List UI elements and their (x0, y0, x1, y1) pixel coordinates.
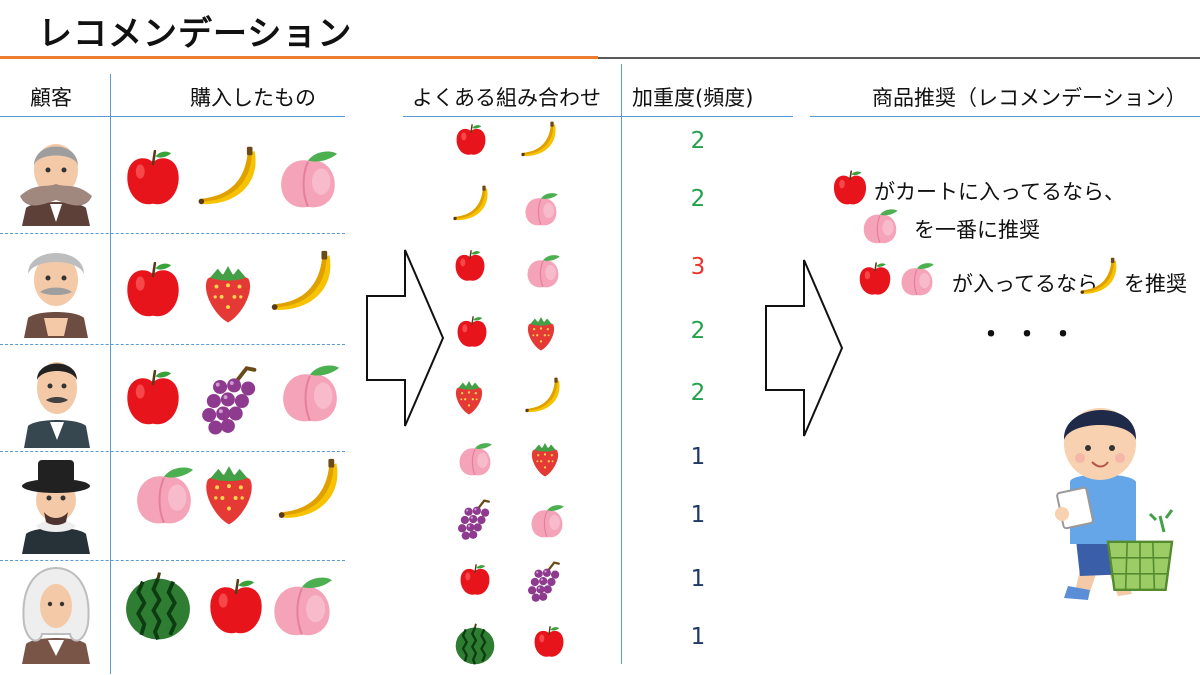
weight-column-divider (621, 64, 622, 664)
apple-icon (204, 574, 268, 640)
apple-icon (830, 168, 870, 208)
row-divider (0, 560, 345, 561)
page-title: レコメンデーション (38, 14, 353, 54)
wigged-man-icon (22, 566, 90, 664)
grape-icon (192, 360, 270, 442)
header-recommendation: 商品推奨（レコメンデーション） (872, 86, 1187, 110)
header-weight: 加重度(頻度) (632, 86, 754, 110)
grape-icon (452, 496, 498, 544)
recommend-line-3-condition: が入ってるなら (952, 272, 1098, 296)
banana-icon (516, 120, 562, 162)
row-divider (0, 233, 345, 234)
apple-icon (456, 562, 494, 598)
banana-icon (520, 376, 566, 418)
peach-icon (274, 360, 346, 426)
peach-icon (526, 502, 568, 540)
header-purchased: 購入したもの (190, 86, 316, 110)
table-header-rule (0, 116, 345, 117)
right-arrow-icon (366, 249, 445, 427)
header-combinations: よくある組み合わせ (412, 86, 601, 110)
apple-icon (120, 258, 186, 322)
recommend-line-2: を一番に推奨 (914, 218, 1040, 242)
watermelon-icon (120, 566, 196, 646)
ellipsis: ・・・ (978, 320, 1087, 350)
weight-value: 2 (690, 128, 706, 154)
header-customer: 顧客 (30, 86, 72, 110)
apple-icon (120, 146, 186, 210)
weight-value: 1 (690, 566, 706, 592)
recommend-line-1: がカートに入ってるなら、 (874, 180, 1125, 204)
bearded-man-icon (20, 144, 92, 226)
suited-man-icon (24, 362, 90, 448)
title-underline-accent (0, 56, 598, 59)
apple-icon (452, 248, 488, 284)
peach-icon (272, 146, 344, 212)
weight-value: 2 (690, 380, 706, 406)
weight-value: 2 (690, 186, 706, 212)
strawberry-icon (522, 310, 560, 356)
weight-value: 3 (690, 254, 706, 280)
apple-icon (452, 122, 490, 158)
mustached-man-icon (24, 253, 88, 338)
peach-icon (128, 462, 200, 528)
peach-icon (896, 260, 938, 298)
banana-icon (448, 184, 494, 226)
apple-icon (120, 366, 186, 430)
peach-icon (454, 440, 496, 478)
row-divider (0, 451, 345, 452)
apple-icon (454, 314, 490, 350)
hatted-man-icon (22, 460, 90, 554)
banana-icon (270, 456, 348, 528)
banana-icon (1076, 256, 1122, 300)
weight-value: 1 (690, 444, 706, 470)
strawberry-icon (196, 456, 262, 532)
title-underline (598, 57, 1200, 59)
recommend-header-rule (810, 116, 1200, 117)
peach-icon (858, 206, 902, 246)
apple-icon (530, 624, 568, 660)
watermelon-icon (452, 620, 498, 668)
customer-column-divider (110, 74, 111, 674)
recommend-line-3-action: を推奨 (1124, 272, 1187, 296)
combo-header-rule (403, 116, 793, 117)
strawberry-icon (450, 374, 488, 420)
strawberry-icon (196, 254, 260, 332)
peach-icon (520, 190, 562, 228)
weight-value: 1 (690, 624, 706, 650)
weight-value: 1 (690, 502, 706, 528)
strawberry-icon (526, 436, 564, 482)
weight-value: 2 (690, 318, 706, 344)
grape-icon (522, 558, 568, 606)
banana-icon (264, 248, 340, 320)
peach-icon (522, 252, 564, 290)
banana-icon (190, 144, 266, 214)
row-divider (0, 344, 345, 345)
right-arrow-icon (765, 259, 844, 437)
apple-icon (856, 260, 894, 298)
shopper-boy-icon (1055, 408, 1174, 600)
peach-icon (266, 572, 338, 640)
